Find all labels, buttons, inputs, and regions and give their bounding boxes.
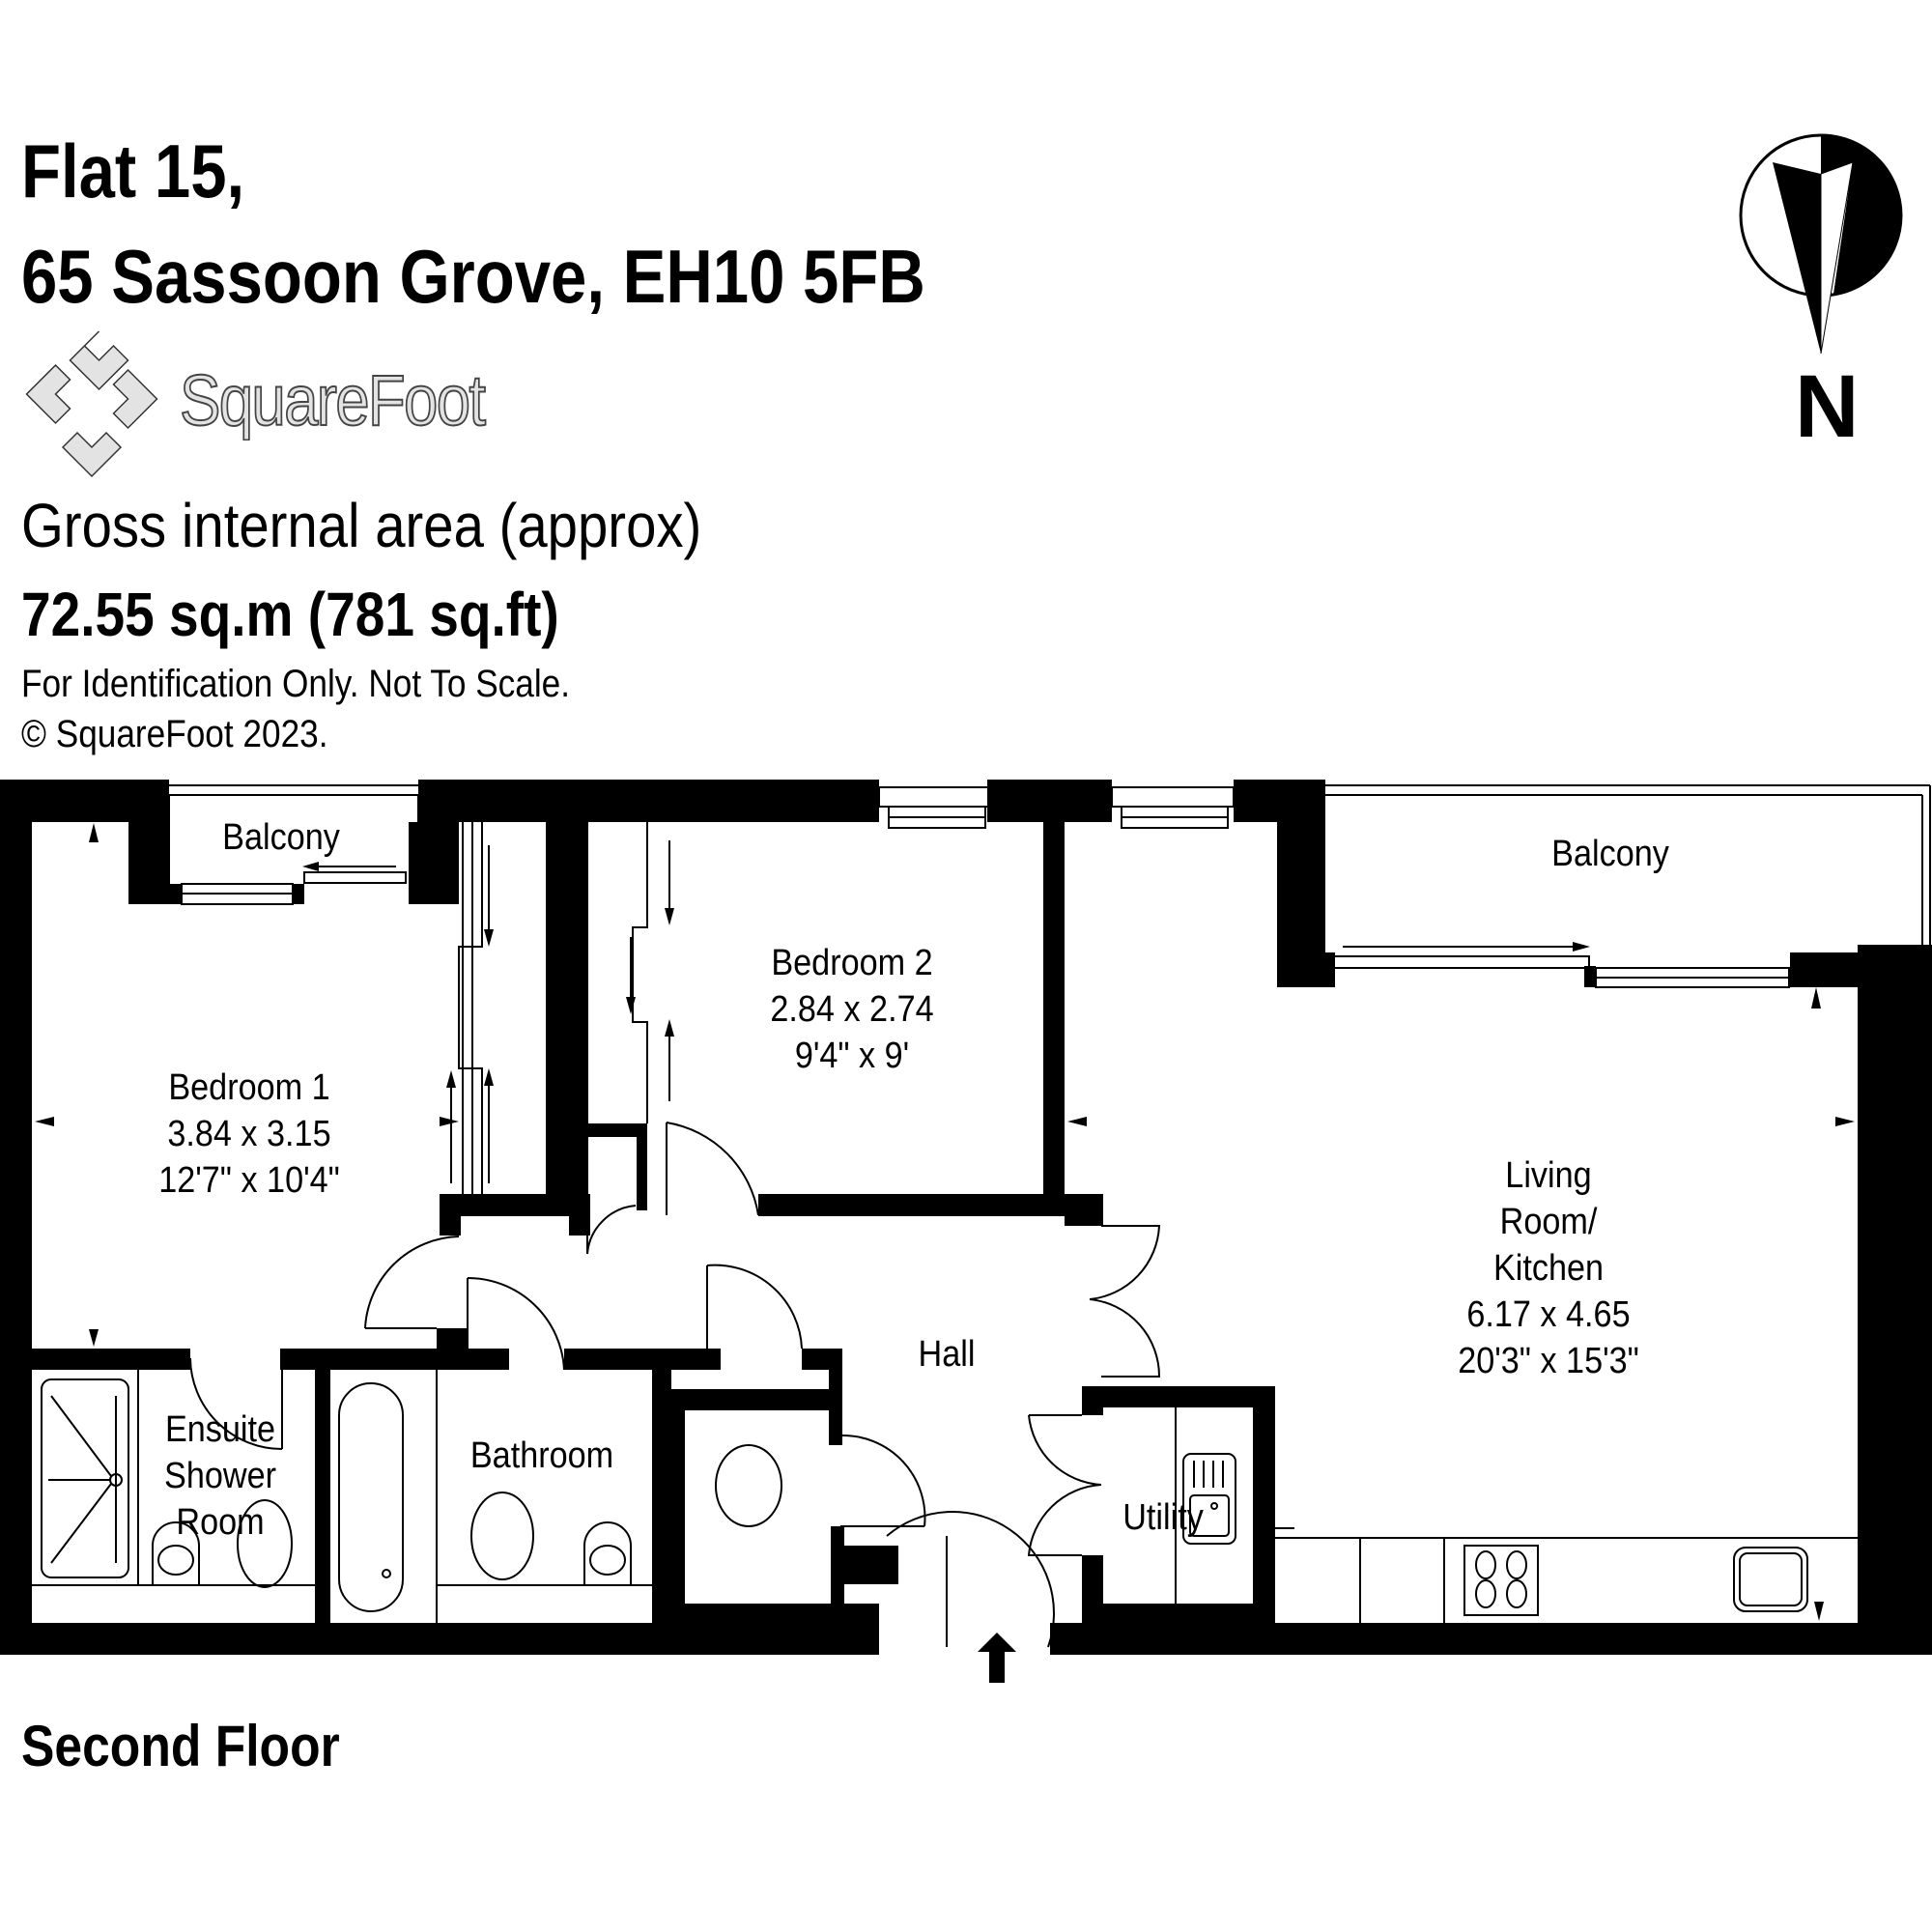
property-address: 65 Sassoon Grove, EH10 5FB <box>21 234 925 319</box>
room-name-line3: Room <box>176 1502 265 1543</box>
disclaimer-text: For Identification Only. Not To Scale. <box>21 663 571 705</box>
room-label-bedroom1: Bedroom 1 3.84 x 3.15 12'7" x 10'4" <box>158 1065 340 1204</box>
room-label-bathroom: Bathroom <box>470 1433 613 1479</box>
floor-level-label: Second Floor <box>21 1714 340 1778</box>
room-label-ensuite: Ensuite Shower Room <box>164 1406 276 1546</box>
room-dimensions-metric: 6.17 x 4.65 <box>1466 1294 1631 1335</box>
copyright-text: © SquareFoot 2023. <box>21 713 328 755</box>
room-name: Balcony <box>222 817 340 858</box>
property-title-line1: Flat 15, <box>21 128 245 213</box>
squarefoot-logo-icon <box>25 330 158 478</box>
room-label-hall: Hall <box>919 1331 976 1378</box>
brand-name: SquareFoot <box>179 360 487 440</box>
room-name-line3: Kitchen <box>1492 1248 1605 1289</box>
north-arrow-icon <box>1739 133 1903 355</box>
room-name: Bathroom <box>469 1435 614 1476</box>
room-label-living-kitchen: Living Room/ Kitchen 6.17 x 4.65 20'3" x… <box>1458 1152 1639 1384</box>
room-label-balcony-right: Balcony <box>1551 831 1669 877</box>
room-name: Utility <box>1122 1497 1204 1538</box>
room-dimensions-imperial: 12'7" x 10'4" <box>158 1160 340 1201</box>
room-name-line1: Ensuite <box>164 1409 276 1450</box>
gross-area-value: 72.55 sq.m (781 sq.ft) <box>21 580 559 649</box>
room-name-line1: Living <box>1505 1155 1592 1196</box>
gross-area-label: Gross internal area (approx) <box>21 491 702 560</box>
north-label: N <box>1795 357 1860 456</box>
room-name: Balcony <box>1551 834 1669 874</box>
room-dimensions-metric: 2.84 x 2.74 <box>770 989 934 1030</box>
room-name: Bedroom 2 <box>771 943 933 983</box>
room-name: Bedroom 1 <box>168 1067 330 1108</box>
room-label-bedroom2: Bedroom 2 2.84 x 2.74 9'4" x 9' <box>770 940 933 1079</box>
room-name-line2: Room/ <box>1499 1202 1598 1242</box>
room-dimensions-imperial: 9'4" x 9' <box>794 1036 910 1076</box>
room-dimensions-metric: 3.84 x 3.15 <box>167 1114 331 1154</box>
room-name: Hall <box>918 1334 976 1375</box>
room-label-balcony-left: Balcony <box>222 814 340 861</box>
room-name-line2: Shower <box>164 1456 276 1496</box>
room-dimensions-imperial: 20'3" x 15'3" <box>1458 1341 1639 1381</box>
room-label-utility: Utility <box>1122 1494 1204 1541</box>
